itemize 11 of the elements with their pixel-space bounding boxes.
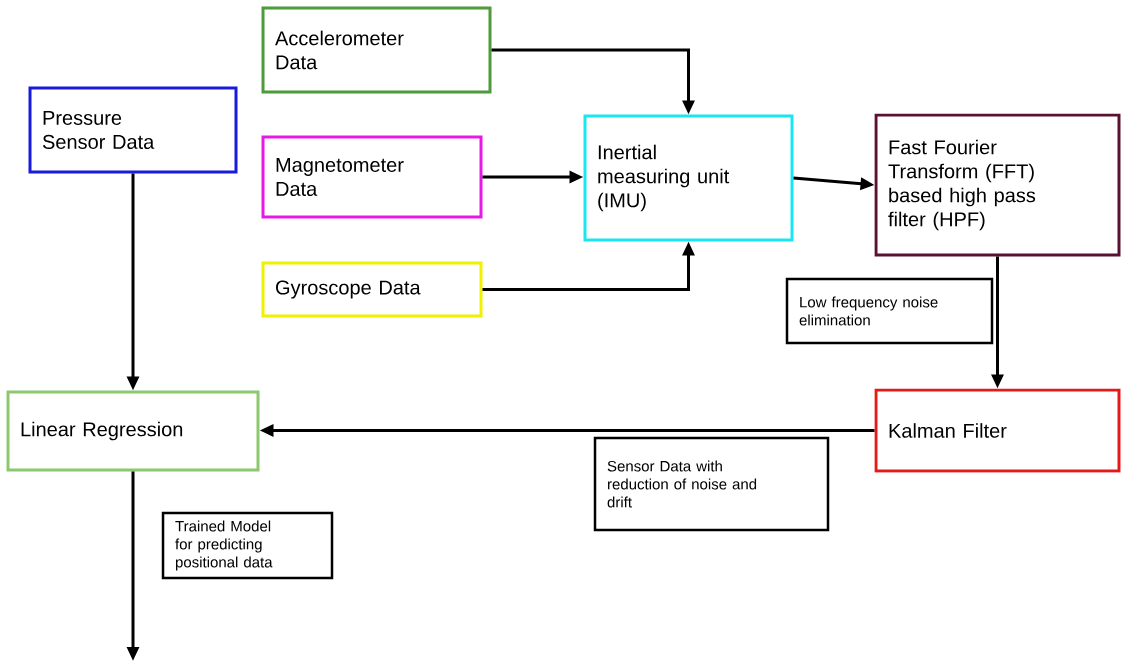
process-box: Fast Fourier Transform (FFT) based high pass filter (HPF): [874, 113, 1121, 257]
process-box: Kalman Filter: [874, 388, 1121, 473]
process-box: Linear Regression: [6, 390, 260, 472]
process-box: Inertial measuring unit (IMU): [583, 114, 794, 242]
process-box: Pressure Sensor Data: [28, 86, 238, 174]
note-box: Trained Model for predicting positional data: [161, 511, 334, 580]
process-box: Gyroscope Data: [261, 261, 483, 318]
process-box: Accelerometer Data: [261, 6, 492, 94]
process-box: Magnetometer Data: [261, 135, 483, 219]
note-box: Sensor Data with reduction of noise and drift: [593, 436, 830, 532]
note-box: Low frequency noise elimination: [785, 277, 994, 345]
